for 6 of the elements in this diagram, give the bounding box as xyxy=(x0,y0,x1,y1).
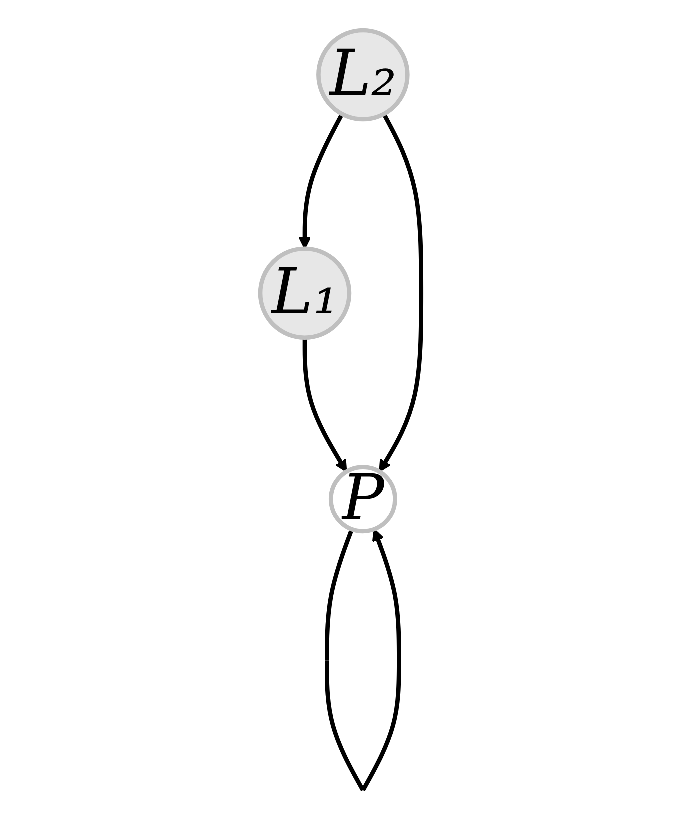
arrow xyxy=(302,338,348,473)
arrow xyxy=(379,114,424,473)
node-circle: P xyxy=(329,466,398,534)
node-circle: L₂ xyxy=(316,28,410,122)
node-circle: L₁ xyxy=(258,247,352,340)
arrow xyxy=(298,114,344,250)
